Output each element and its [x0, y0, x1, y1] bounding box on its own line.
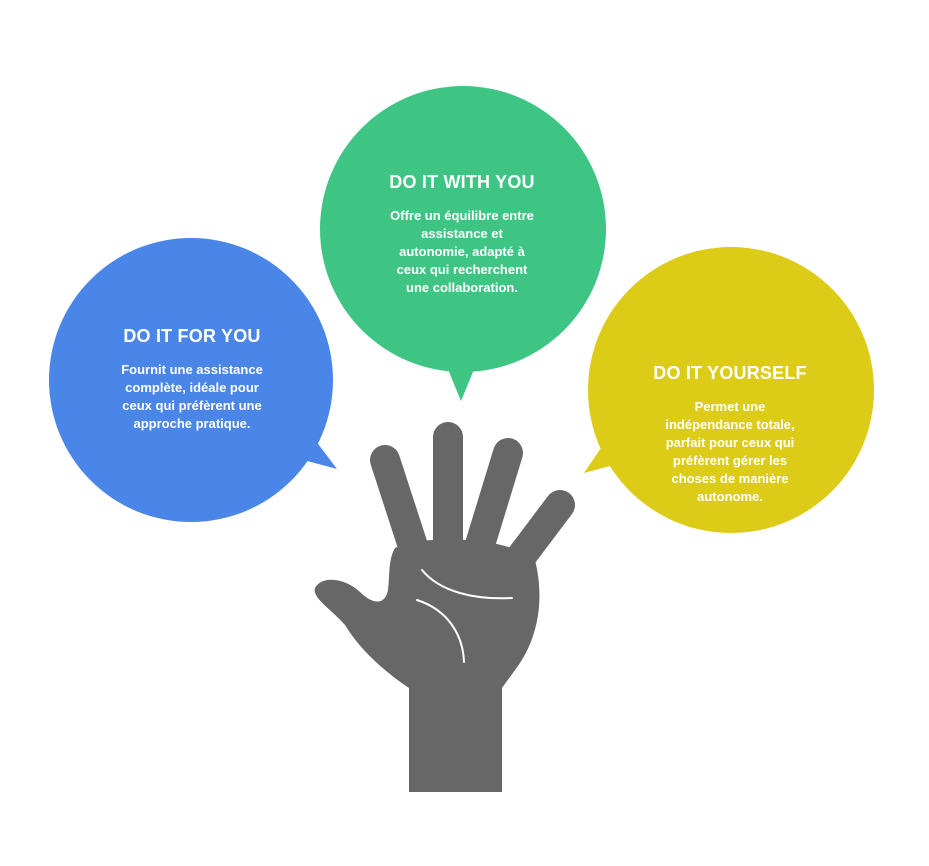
hand-finger-middle: [460, 438, 523, 574]
bubble-yourself-title: DO IT YOURSELF: [653, 363, 807, 383]
hand-palm: [314, 539, 540, 792]
bubble-for-you-description: Fournit une assistance complète, idéale …: [121, 362, 263, 431]
bubble-for-you-title: DO IT FOR YOU: [123, 326, 261, 346]
bubble-for-you-circle: [49, 238, 333, 522]
bubble-yourself: [584, 247, 874, 533]
bubble-for-you-tail: [285, 420, 337, 469]
bubble-with-you-tail: [440, 350, 482, 401]
bubble-with-you-description: Offre un équilibre entre assistance et a…: [390, 208, 534, 295]
bubble-with-you-title: DO IT WITH YOU: [389, 172, 535, 192]
bubble-yourself-circle: [588, 247, 874, 533]
bubble-yourself-tail: [584, 420, 640, 473]
bubble-for-you: [49, 238, 337, 522]
palm-line-life: [416, 599, 465, 663]
palm-line-heart: [421, 569, 513, 600]
hand-finger-index: [433, 422, 463, 572]
palm-lines: [416, 569, 513, 663]
open-hand-icon: [314, 422, 575, 792]
bubble-for-you-text: DO IT FOR YOU Fournit une assistance com…: [102, 326, 282, 433]
bubble-with-you: [320, 86, 606, 401]
bubble-with-you-circle: [320, 86, 606, 372]
bubble-yourself-text: DO IT YOURSELF Permet une indépendance t…: [640, 363, 820, 506]
bubble-with-you-text: DO IT WITH YOU Offre un équilibre entre …: [372, 172, 552, 297]
bubble-yourself-description: Permet une indépendance totale, parfait …: [665, 399, 795, 504]
